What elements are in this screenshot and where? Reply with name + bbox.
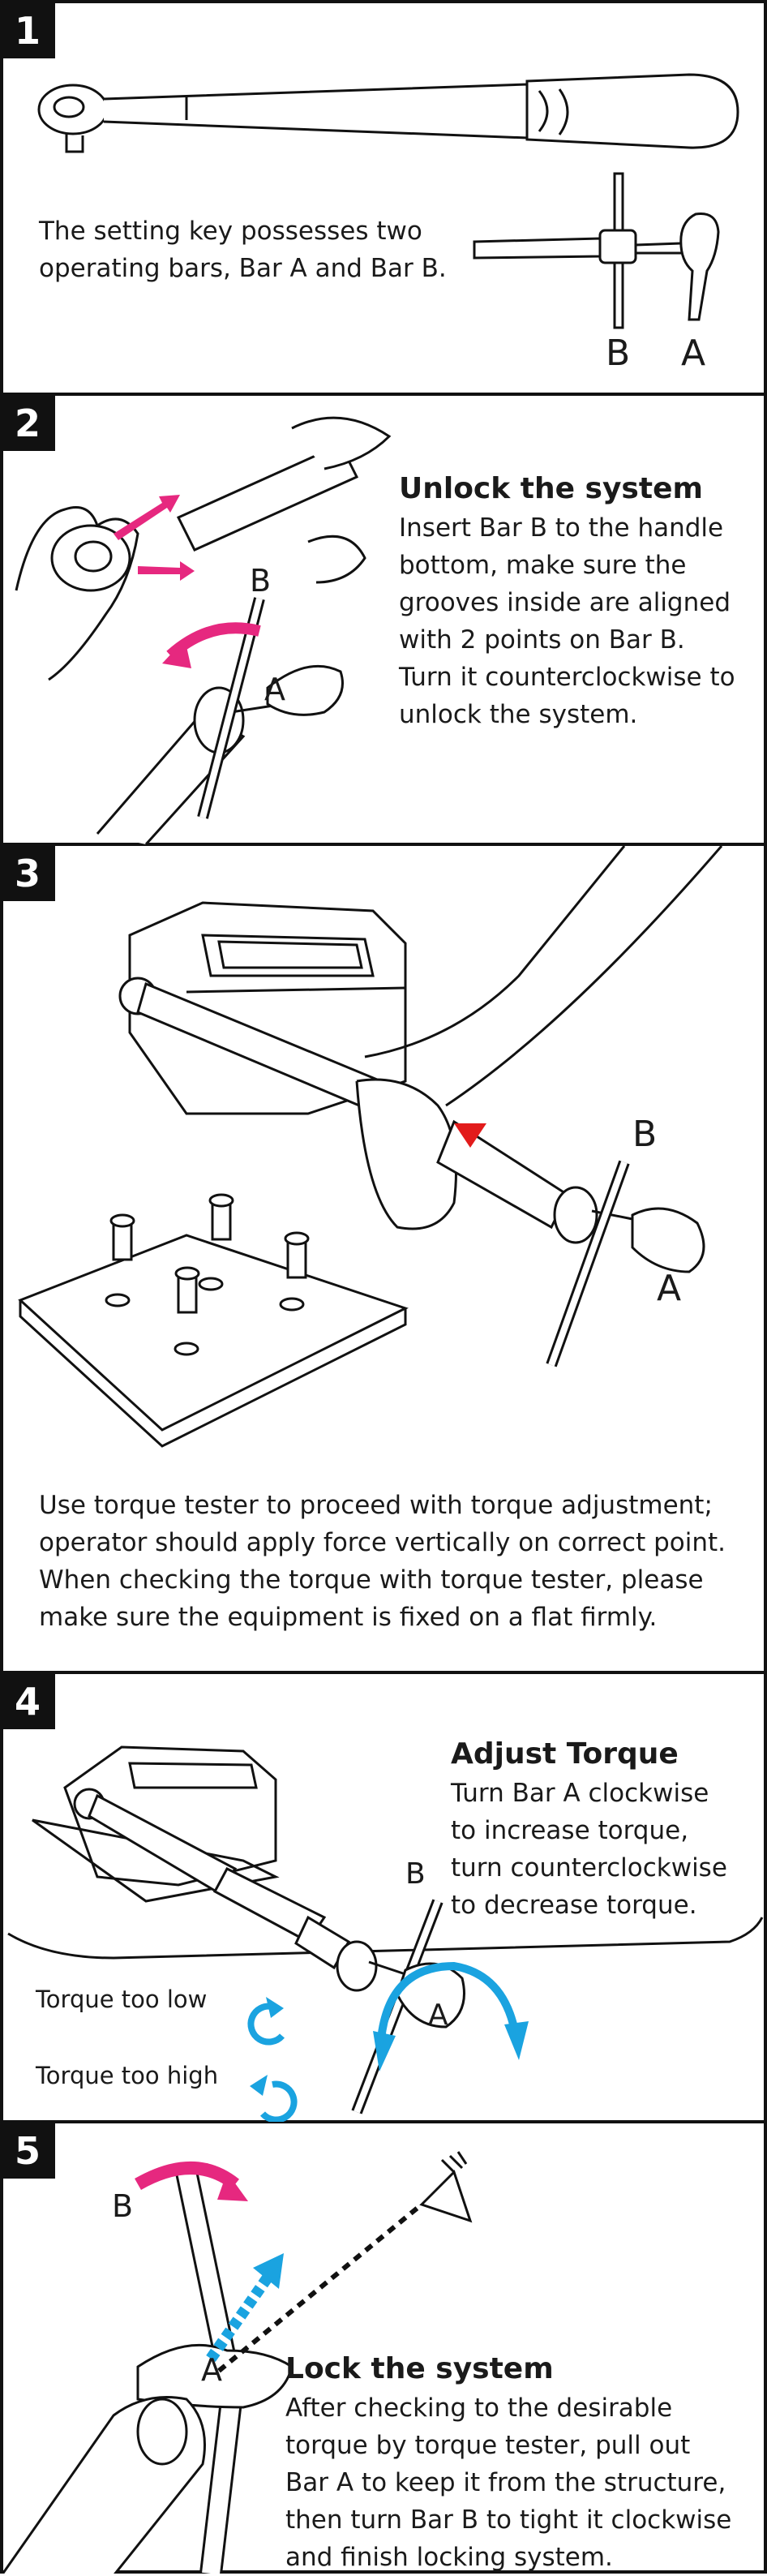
bar-b-label: B xyxy=(632,1114,658,1155)
torque-too-high-label: Torque too high xyxy=(36,2062,219,2089)
step-3-text-line-2: operator should apply force vertically o… xyxy=(39,1528,726,1557)
divider-4 xyxy=(0,2120,767,2123)
bar-a-label: A xyxy=(428,1999,448,2032)
divider-bottom xyxy=(0,2570,767,2574)
clockwise-icon xyxy=(247,2003,285,2046)
insert-arrow-icon xyxy=(114,495,195,581)
step-2-text-line-4: with 2 points on Bar B. xyxy=(399,625,685,655)
step-5-text-line-4: then turn Bar B to tight it clockwise xyxy=(285,2505,732,2535)
rotation-arrow-icon xyxy=(377,1961,519,2040)
bar-a-label: A xyxy=(264,672,285,707)
step-5-title: Lock the system xyxy=(285,2352,554,2385)
step-number: 3 xyxy=(0,846,55,901)
force-point-icon xyxy=(454,1123,486,1148)
bar-b-label: B xyxy=(405,1857,426,1891)
divider-top xyxy=(0,0,767,3)
step-5-panel: 5 B A Lock the system After checking to … xyxy=(0,2123,767,2574)
step-1-text-line-2: operating bars, Bar A and Bar B. xyxy=(39,254,447,283)
step-number: 5 xyxy=(0,2123,55,2179)
bar-b-label: B xyxy=(250,563,272,599)
setting-key-icon xyxy=(473,172,720,329)
step-2-text-line-3: grooves inside are aligned xyxy=(399,588,731,617)
lock-system-illustration xyxy=(1,2151,473,2574)
frame-right xyxy=(764,0,767,2574)
divider-1 xyxy=(0,393,767,396)
step-number: 1 xyxy=(0,3,55,58)
frame-left xyxy=(0,0,3,2574)
bar-b-label: B xyxy=(112,2188,134,2224)
divider-2 xyxy=(0,843,767,846)
step-5-text-line-2: torque by torque tester, pull out xyxy=(285,2431,691,2460)
step-3-text-line-3: When checking the torque with torque tes… xyxy=(39,1565,704,1595)
counterclockwise-icon xyxy=(259,2080,298,2122)
step-4-text-line-2: to increase torque, xyxy=(451,1816,689,1845)
pull-out-line xyxy=(217,2202,423,2373)
step-number: 2 xyxy=(0,396,55,451)
step-2-text-line-5: Turn it counterclockwise to xyxy=(399,663,735,692)
step-number: 4 xyxy=(0,1674,55,1729)
step-2-text-line-6: unlock the system. xyxy=(399,700,638,729)
step-2-text-line-2: bottom, make sure the xyxy=(399,551,687,580)
step-4-text-line-4: to decrease torque. xyxy=(451,1891,697,1920)
divider-3 xyxy=(0,1671,767,1674)
bar-a-label: A xyxy=(657,1268,682,1309)
step-5-text-line-3: Bar A to keep it from the structure, xyxy=(285,2468,726,2497)
torque-too-low-label: Torque too low xyxy=(36,1986,208,2013)
step-3-text-line-4: make sure the equipment is fixed on a fl… xyxy=(39,1603,658,1632)
bar-a-label: A xyxy=(681,333,706,374)
step-2-text-line-1: Insert Bar B to the handle xyxy=(399,513,724,543)
torque-tester-illustration xyxy=(18,846,723,1448)
step-1-panel: 1 The setting key possesses two operatin… xyxy=(0,0,767,394)
step-2-panel: 2 B A Unlock the system Insert B xyxy=(0,396,767,844)
bar-b-label: B xyxy=(606,333,631,374)
bolt-icon xyxy=(109,1193,310,1314)
torque-wrench-illustration xyxy=(37,73,739,329)
step-3-panel: 3 xyxy=(0,846,767,1672)
step-4-text-line-3: turn counterclockwise xyxy=(451,1853,727,1883)
step-5-text-line-1: After checking to the desirable xyxy=(285,2394,673,2423)
step-2-title: Unlock the system xyxy=(399,472,703,505)
step-4-title: Adjust Torque xyxy=(451,1737,679,1771)
step-5-text-line-5: and finish locking system. xyxy=(285,2543,613,2572)
step-4-text-line-1: Turn Bar A clockwise xyxy=(451,1779,709,1808)
step-1-text-line-1: The setting key possesses two xyxy=(39,217,422,246)
unlock-illustration xyxy=(15,416,392,844)
step-4-panel: 4 B A Torque too low Tor xyxy=(0,1674,767,2122)
adjust-torque-illustration xyxy=(7,1745,764,2122)
bar-a-label: A xyxy=(201,2352,222,2388)
pull-out-arrow-icon xyxy=(253,2253,284,2289)
step-3-text-line-1: Use torque tester to proceed with torque… xyxy=(39,1491,713,1520)
